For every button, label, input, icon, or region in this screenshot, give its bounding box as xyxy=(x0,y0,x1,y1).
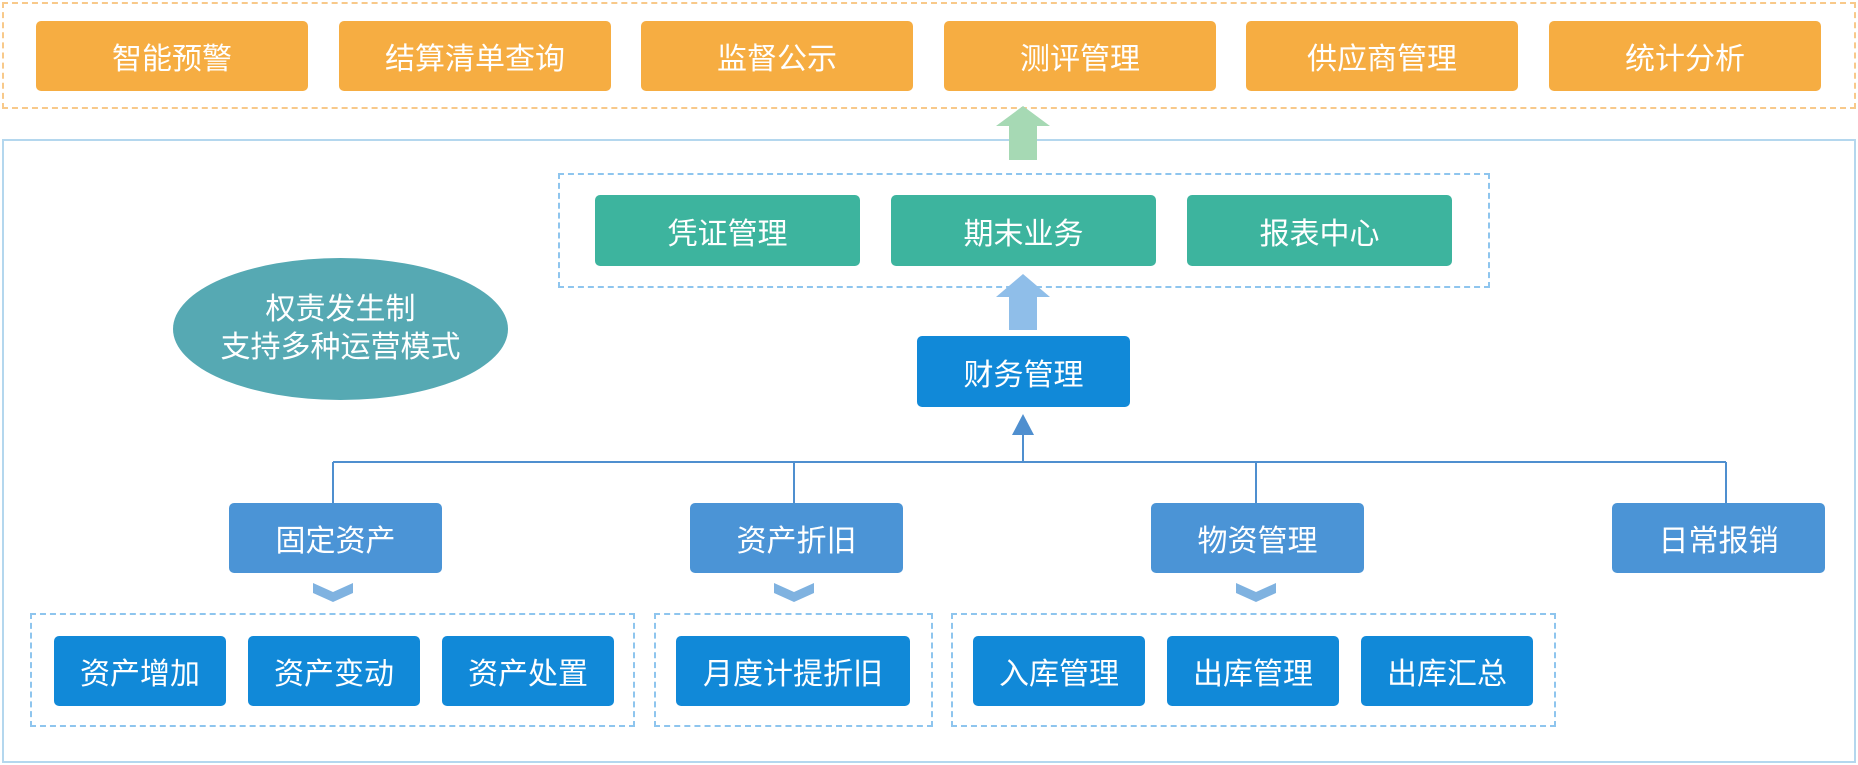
arrow-up-to-finance xyxy=(1012,414,1034,435)
feature-ellipse: 权责发生制 支持多种运营模式 xyxy=(173,258,508,400)
feature-line-1: 权责发生制 xyxy=(265,292,416,327)
feature-line-2: 支持多种运营模式 xyxy=(220,330,461,365)
chevron-down-icon xyxy=(1236,583,1276,602)
sub-monthly-depreciation: 月度计提折旧 xyxy=(676,636,910,706)
module-materials-management: 物资管理 xyxy=(1151,503,1364,573)
main-frame xyxy=(2,139,1856,763)
module-period-end-business: 期末业务 xyxy=(891,195,1156,266)
module-smart-alert: 智能预警 xyxy=(36,21,308,91)
top-modules-frame xyxy=(2,2,1856,109)
module-supervision-publicity: 监督公示 xyxy=(641,21,913,91)
arrow-up-to-top-modules xyxy=(996,106,1050,160)
finance-management-box: 财务管理 xyxy=(917,336,1130,407)
chevron-down-icon xyxy=(774,583,814,602)
depreciation-subs-frame xyxy=(654,613,933,727)
sub-asset-disposal: 资产处置 xyxy=(442,636,614,706)
fixed-assets-subs-frame xyxy=(30,613,635,727)
sub-asset-change: 资产变动 xyxy=(248,636,420,706)
module-evaluation-management: 测评管理 xyxy=(944,21,1216,91)
arrow-up-to-accounting xyxy=(996,274,1050,330)
module-settlement-query: 结算清单查询 xyxy=(339,21,611,91)
module-asset-depreciation: 资产折旧 xyxy=(690,503,903,573)
sub-stock-out-management: 出库管理 xyxy=(1167,636,1339,706)
tree-lines xyxy=(332,432,1727,503)
module-voucher-management: 凭证管理 xyxy=(595,195,860,266)
chevron-down-icon xyxy=(313,583,353,602)
sub-stock-out-summary: 出库汇总 xyxy=(1361,636,1533,706)
module-statistics-analysis: 统计分析 xyxy=(1549,21,1821,91)
module-daily-reimbursement: 日常报销 xyxy=(1612,503,1825,573)
materials-subs-frame xyxy=(951,613,1556,727)
sub-stock-in-management: 入库管理 xyxy=(973,636,1145,706)
module-fixed-assets: 固定资产 xyxy=(229,503,442,573)
module-supplier-management: 供应商管理 xyxy=(1246,21,1518,91)
sub-asset-addition: 资产增加 xyxy=(54,636,226,706)
module-report-center: 报表中心 xyxy=(1187,195,1452,266)
